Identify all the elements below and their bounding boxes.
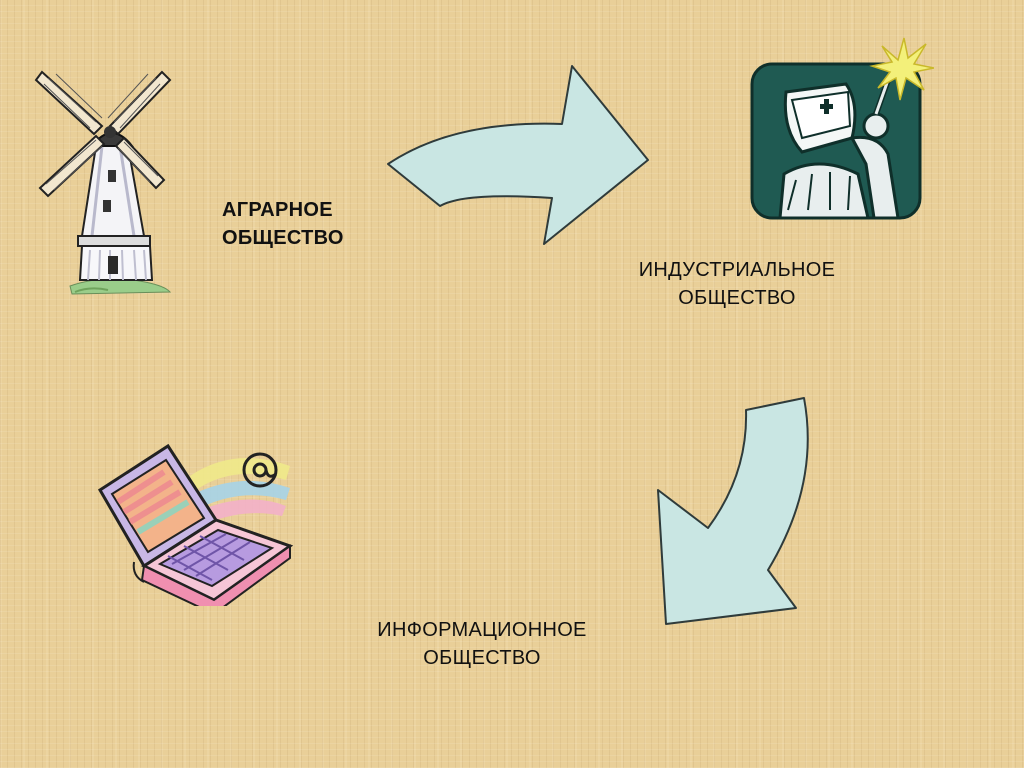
laptop-email-icon xyxy=(97,443,294,606)
arrow-industrial-to-information xyxy=(657,397,809,625)
industrial-line-1: ИНДУСТРИАЛЬНОЕ xyxy=(638,259,836,281)
information-line-1: ИНФОРМАЦИОННОЕ xyxy=(377,619,587,641)
information-line-2: ОБЩЕСТВО xyxy=(423,647,541,669)
agrarian-society-label: АГРАРНОЕ ОБЩЕСТВО xyxy=(222,196,344,252)
industrial-society-label: ИНДУСТРИАЛЬНОЕ ОБЩЕСТВО xyxy=(612,256,862,312)
industrial-line-2: ОБЩЕСТВО xyxy=(678,287,796,309)
welder-icon xyxy=(750,37,934,220)
information-society-label: ИНФОРМАЦИОННОЕ ОБЩЕСТВО xyxy=(352,616,612,672)
agrarian-line-2: ОБЩЕСТВО xyxy=(222,227,344,249)
agrarian-line-1: АГРАРНОЕ xyxy=(222,199,333,221)
windmill-icon xyxy=(34,70,172,295)
arrow-agrarian-to-industrial xyxy=(387,65,649,245)
